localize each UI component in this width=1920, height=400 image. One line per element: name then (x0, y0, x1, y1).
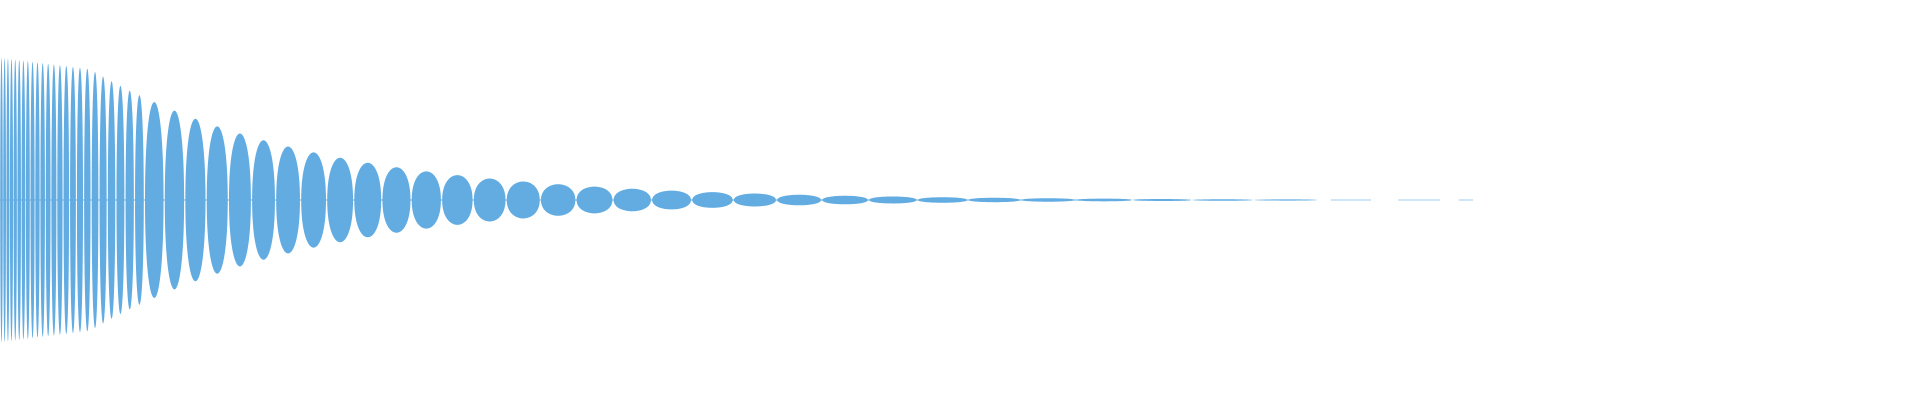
waveform-lobe (1076, 198, 1132, 202)
waveform-lobe (1254, 199, 1318, 201)
waveform-lobe (1192, 199, 1253, 201)
waveform-lobe (1133, 198, 1192, 202)
